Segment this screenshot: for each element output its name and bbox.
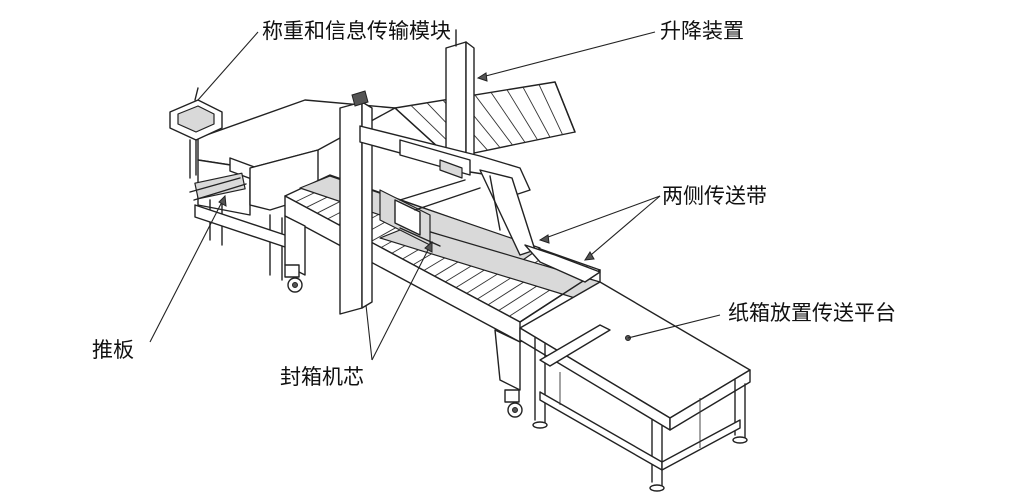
caster-right [504,389,523,418]
weighing-module-label: 称重和信息传输模块 [262,19,451,43]
weighing-module [169,87,223,179]
lifting-device-label: 升降装置 [660,19,744,43]
push-plate-label: 推板 [92,338,134,362]
roller [538,84,563,135]
roller [522,86,551,138]
sealing-core-label: 封箱机芯 [280,365,364,389]
caster-left [284,264,303,293]
side-belts-label: 两侧传送带 [662,184,767,208]
roller [474,94,513,146]
carton-platform-label: 纸箱放置传送平台 [728,301,896,325]
leader-lines [149,31,721,361]
lifting-device [339,29,601,315]
carton-platform [519,281,751,492]
push-plate [189,157,269,201]
roller [490,92,526,143]
roller [506,89,538,141]
